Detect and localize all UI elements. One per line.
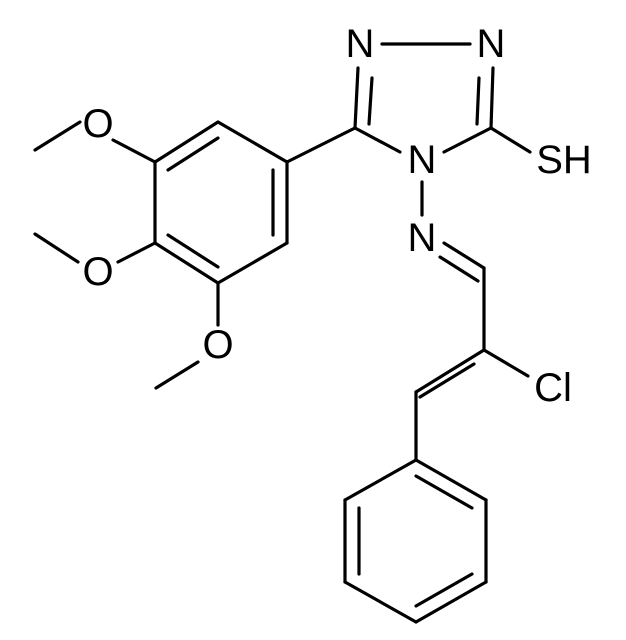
- phenyl-inner-1: [414, 474, 474, 510]
- aryl-inner-2: [166, 233, 220, 269]
- bond-o-mid-methyl: [33, 232, 80, 264]
- atom-label-n-imine: N: [408, 216, 437, 260]
- atom-label-o-top: O: [82, 102, 113, 146]
- trimethoxyphenyl-ring: [153, 120, 289, 285]
- triazole-ring: [353, 42, 495, 154]
- bond-o-top-methyl: [33, 120, 82, 152]
- bond-o-bottom-methyl: [154, 360, 200, 390]
- bond-aryl-o-top: [111, 138, 157, 164]
- atom-label-sh: SH: [536, 138, 592, 182]
- atom-label-cl: Cl: [534, 366, 572, 410]
- aryl-bond-2: [153, 120, 220, 164]
- atom-label-o-mid: O: [82, 250, 113, 294]
- phenyl-bond-1: [414, 458, 488, 502]
- atom-label-n4: N: [408, 138, 437, 182]
- aryl-inner-1: [166, 136, 220, 172]
- phenyl-inner-2: [414, 572, 474, 608]
- phenyl-bond-4: [343, 580, 418, 624]
- bond-n2-c3: [489, 66, 495, 130]
- bond-c3-sh: [489, 126, 532, 154]
- phenyl-bond-3: [414, 580, 488, 624]
- phenyl-bond-6: [343, 458, 418, 502]
- bond-n2-c3-inner: [475, 76, 481, 126]
- bond-c3-n4: [442, 126, 493, 154]
- bond-c5-aryl: [285, 126, 357, 164]
- bond-ccl-ch2: [414, 348, 486, 394]
- bond-ccl-ch2-inner: [418, 362, 476, 399]
- phenyl-ring: [343, 458, 488, 624]
- bond-nimine-ch-inner: [438, 255, 480, 283]
- bond-n4-c5: [353, 126, 402, 154]
- bond-ccl-cl: [482, 348, 530, 378]
- atom-label-n1: N: [346, 22, 375, 66]
- bond-c5-n1-inner: [367, 76, 374, 126]
- bond-aryl-o-mid: [116, 241, 157, 264]
- atom-label-n2: N: [477, 22, 506, 66]
- atom-label-o-bottom: O: [202, 323, 233, 367]
- aryl-bond-1: [216, 120, 289, 164]
- aryl-bond-5: [216, 241, 289, 285]
- aryl-bond-4: [153, 241, 220, 285]
- bond-nimine-ch: [442, 241, 486, 270]
- bond-c5-n1: [353, 66, 360, 130]
